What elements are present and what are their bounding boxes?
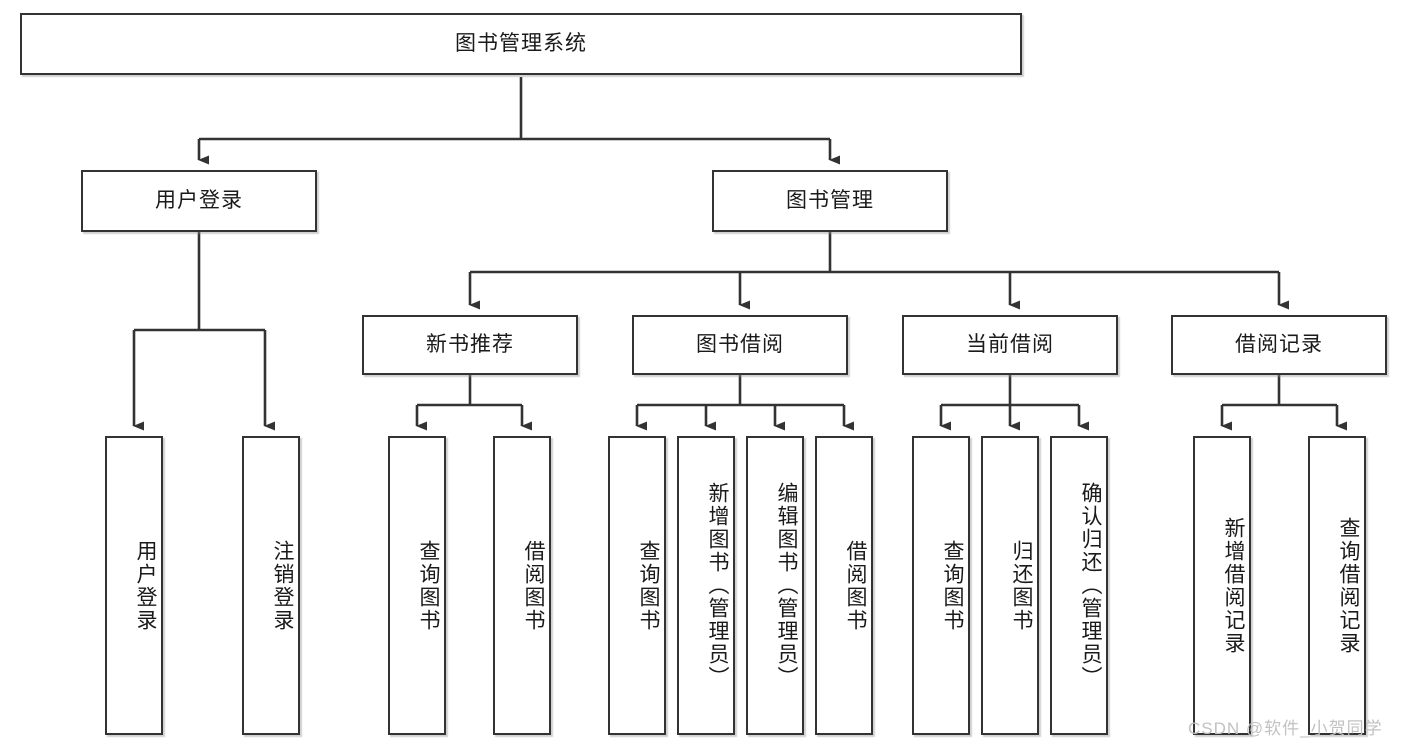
node-user-login[interactable]: 用户登录	[81, 170, 317, 232]
csdn-watermark: CSDN @软件_小贺同学	[1188, 719, 1383, 738]
leaf-logout[interactable]: 注销登录	[242, 436, 300, 735]
node-book-management[interactable]: 图书管理	[712, 170, 948, 232]
node-label: 借阅记录	[1235, 332, 1323, 356]
node-label: 查询图书	[417, 539, 440, 632]
node-label: 查询借阅记录	[1337, 516, 1360, 655]
leaf-book-borrow-query[interactable]: 查询图书	[608, 436, 666, 735]
leaf-current-borrow-confirm-return[interactable]: 确认归还（管理员）	[1050, 436, 1108, 735]
node-label: 图书管理系统	[455, 31, 587, 55]
node-label: 借阅图书	[844, 539, 867, 632]
node-label: 确认归还（管理员）	[1079, 482, 1102, 689]
node-label: 图书管理	[786, 188, 874, 212]
node-label: 新增图书（管理员）	[706, 482, 729, 689]
leaf-borrow-record-add[interactable]: 新增借阅记录	[1193, 436, 1251, 735]
node-label: 用户登录	[134, 539, 157, 632]
node-label: 注销登录	[271, 539, 294, 632]
leaf-book-borrow-edit[interactable]: 编辑图书（管理员）	[746, 436, 804, 735]
node-current-borrow[interactable]: 当前借阅	[902, 315, 1118, 375]
node-borrow-record[interactable]: 借阅记录	[1171, 315, 1387, 375]
node-label: 图书借阅	[696, 332, 784, 356]
leaf-borrow-record-query[interactable]: 查询借阅记录	[1308, 436, 1366, 735]
node-label: 当前借阅	[966, 332, 1054, 356]
node-label: 查询图书	[637, 539, 660, 632]
node-new-book-recommend[interactable]: 新书推荐	[362, 315, 578, 375]
node-label: 编辑图书（管理员）	[775, 482, 798, 689]
node-book-borrow[interactable]: 图书借阅	[632, 315, 848, 375]
leaf-user-login[interactable]: 用户登录	[105, 436, 163, 735]
node-root-book-management-system[interactable]: 图书管理系统	[20, 13, 1022, 75]
node-label: 新书推荐	[426, 332, 514, 356]
leaf-new-book-borrow[interactable]: 借阅图书	[493, 436, 551, 735]
node-label: 用户登录	[155, 188, 243, 212]
leaf-current-borrow-return[interactable]: 归还图书	[981, 436, 1039, 735]
leaf-new-book-query[interactable]: 查询图书	[388, 436, 446, 735]
leaf-book-borrow-borrow[interactable]: 借阅图书	[815, 436, 873, 735]
node-label: 归还图书	[1010, 539, 1033, 632]
node-label: 借阅图书	[522, 539, 545, 632]
node-label: 查询图书	[941, 539, 964, 632]
leaf-current-borrow-query[interactable]: 查询图书	[912, 436, 970, 735]
node-label: 新增借阅记录	[1222, 516, 1245, 655]
leaf-book-borrow-add[interactable]: 新增图书（管理员）	[677, 436, 735, 735]
